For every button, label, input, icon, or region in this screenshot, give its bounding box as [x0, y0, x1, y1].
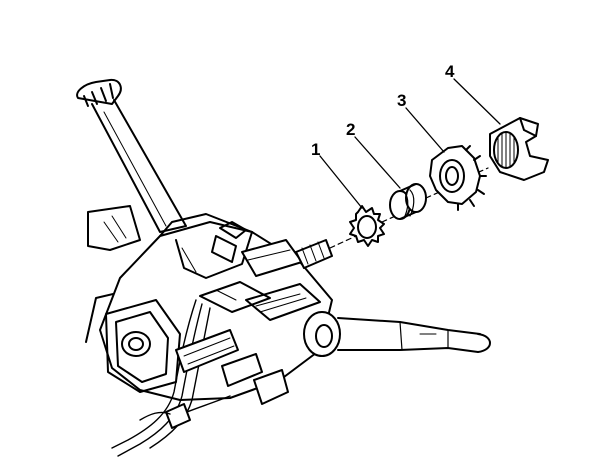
spacer-ring — [349, 205, 385, 247]
callout-2-label: 2 — [346, 120, 356, 139]
callout-1-label: 1 — [311, 140, 321, 159]
wiring-harness — [111, 299, 289, 457]
bearing-adapter — [489, 117, 549, 181]
spring — [389, 183, 427, 220]
lower-lever — [303, 311, 491, 357]
column-housing — [99, 213, 333, 401]
callout-3-label: 3 — [397, 91, 407, 110]
upper-lever — [76, 78, 187, 233]
assembly-axis — [329, 167, 489, 249]
leader-lines — [319, 78, 501, 209]
steering-shaft — [295, 239, 333, 269]
callout-4-label: 4 — [445, 62, 455, 81]
race-ring — [429, 145, 487, 211]
